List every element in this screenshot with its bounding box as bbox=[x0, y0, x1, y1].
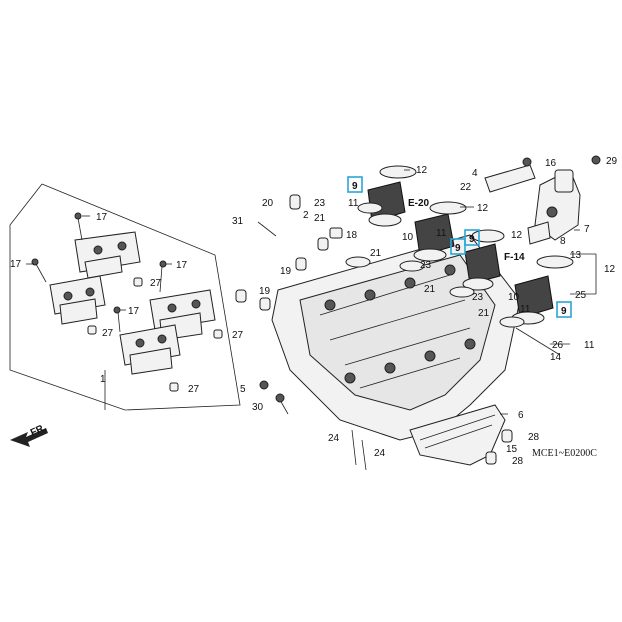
insulator-boots bbox=[367, 165, 574, 325]
front-direction-arrow: FR. bbox=[10, 422, 48, 447]
callout-9: 9 bbox=[561, 306, 567, 317]
callout-24: 24 bbox=[374, 448, 386, 459]
callout-19: 19 bbox=[259, 286, 271, 297]
highlight-box-9c bbox=[450, 238, 466, 255]
ref-f14: F-14 bbox=[504, 252, 525, 263]
callout-18: 18 bbox=[346, 230, 358, 241]
callout-5: 5 bbox=[240, 384, 246, 395]
callout-17: 17 bbox=[128, 306, 140, 317]
callout-17: 17 bbox=[176, 260, 188, 271]
callout-29: 29 bbox=[606, 156, 618, 167]
callout-28: 28 bbox=[528, 432, 540, 443]
callout-27: 27 bbox=[232, 330, 244, 341]
callout-9: 9 bbox=[469, 234, 475, 245]
callout-6: 6 bbox=[518, 410, 524, 421]
highlight-box-9a bbox=[347, 176, 363, 193]
cam-chain-tensioner bbox=[484, 164, 581, 245]
ref-e20: E-20 bbox=[408, 198, 430, 209]
dowel-pin-27-group bbox=[87, 277, 223, 392]
callout-9: 9 bbox=[352, 181, 358, 192]
callout-15: 15 bbox=[506, 444, 518, 455]
callout-23: 23 bbox=[314, 198, 326, 209]
callout-20: 20 bbox=[262, 198, 274, 209]
callout-11: 11 bbox=[348, 198, 359, 209]
callout-7: 7 bbox=[584, 224, 590, 235]
callout-9: 9 bbox=[455, 243, 461, 254]
callout-13: 13 bbox=[570, 250, 582, 261]
front-direction-label: FR. bbox=[29, 422, 48, 439]
small-fasteners bbox=[235, 155, 601, 471]
callout-21: 21 bbox=[424, 284, 436, 295]
callout-19: 19 bbox=[280, 266, 292, 277]
callout-26: 26 bbox=[552, 340, 564, 351]
callout-labels: 9 9 9 9 1 2 4 5 6 7 8 10 10 11 11 11 11 … bbox=[10, 156, 618, 467]
callout-24: 24 bbox=[328, 433, 340, 444]
highlight-box-9b bbox=[464, 229, 480, 246]
callout-11: 11 bbox=[436, 228, 447, 239]
callout-12: 12 bbox=[511, 230, 523, 241]
diagram-code: MCE1~E0200C bbox=[532, 448, 597, 459]
callout-22: 22 bbox=[460, 182, 472, 193]
callout-10: 10 bbox=[402, 232, 414, 243]
camshaft-holder-4 bbox=[119, 324, 181, 375]
callout-23: 23 bbox=[420, 260, 432, 271]
callout-12: 12 bbox=[416, 165, 428, 176]
callout-4: 4 bbox=[472, 168, 478, 179]
callout-12: 12 bbox=[604, 264, 616, 275]
callout-27: 27 bbox=[188, 384, 200, 395]
callout-12: 12 bbox=[477, 203, 489, 214]
callout-11: 11 bbox=[520, 304, 531, 315]
callout-8: 8 bbox=[560, 236, 566, 247]
camshaft-holder-2 bbox=[49, 275, 106, 325]
callout-14: 14 bbox=[550, 352, 562, 363]
callout-31: 31 bbox=[232, 216, 244, 227]
camshaft-holder-3 bbox=[149, 289, 216, 341]
callout-21: 21 bbox=[370, 248, 382, 259]
cylinder-head bbox=[271, 234, 521, 441]
callout-21: 21 bbox=[478, 308, 490, 319]
callout-10: 10 bbox=[508, 292, 520, 303]
camshaft-holder-1 bbox=[74, 231, 141, 279]
hose-clamps bbox=[345, 202, 525, 328]
callout-27: 27 bbox=[150, 278, 162, 289]
callout-11: 11 bbox=[584, 340, 595, 351]
callout-21: 21 bbox=[314, 213, 326, 224]
callout-23: 23 bbox=[472, 292, 484, 303]
callout-27: 27 bbox=[102, 328, 114, 339]
callout-28: 28 bbox=[512, 456, 524, 467]
callout-17: 17 bbox=[10, 259, 22, 270]
callout-2: 2 bbox=[303, 210, 309, 221]
callout-25: 25 bbox=[575, 290, 587, 301]
callout-17: 17 bbox=[96, 212, 108, 223]
camshaft-holder-group-outline bbox=[9, 183, 241, 411]
highlight-box-9d bbox=[556, 301, 572, 318]
callout-30: 30 bbox=[252, 402, 264, 413]
callout-1: 1 bbox=[100, 374, 106, 385]
callout-16: 16 bbox=[545, 158, 557, 169]
leader-lines bbox=[26, 169, 597, 415]
